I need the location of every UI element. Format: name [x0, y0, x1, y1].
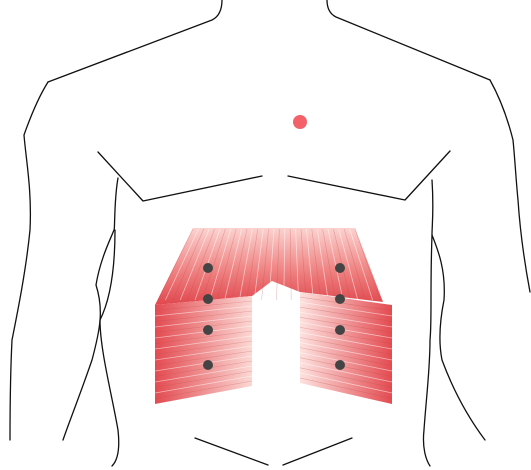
muscle-point-marker: [203, 325, 213, 335]
muscle-point-marker: [203, 263, 213, 273]
left-waist-line: [63, 178, 118, 440]
right-inner-side-line: [423, 235, 432, 466]
neck-right-line: [327, 0, 490, 80]
muscle-point-marker: [335, 294, 345, 304]
muscle-point-marker: [203, 360, 213, 370]
pelvis-left-line: [195, 438, 268, 465]
muscle-point-marker: [335, 360, 345, 370]
muscle-point-marker: [335, 263, 345, 273]
left-inner-side-line: [100, 230, 119, 466]
left-lower-abdominal-muscle: [155, 296, 252, 404]
muscle-point-marker: [335, 325, 345, 335]
pelvis-right-line: [283, 438, 352, 465]
sternum-highlight-point: [293, 115, 307, 129]
neck-left-line: [48, 0, 222, 82]
left-chest-line: [98, 152, 262, 201]
muscle-point-marker: [203, 294, 213, 304]
right-waist-line: [432, 180, 485, 440]
right-chest-line: [288, 151, 450, 200]
left-shoulder-arm-line: [10, 82, 48, 440]
abdominal-muscle-group: [155, 228, 392, 404]
right-shoulder-arm-line: [490, 80, 530, 292]
